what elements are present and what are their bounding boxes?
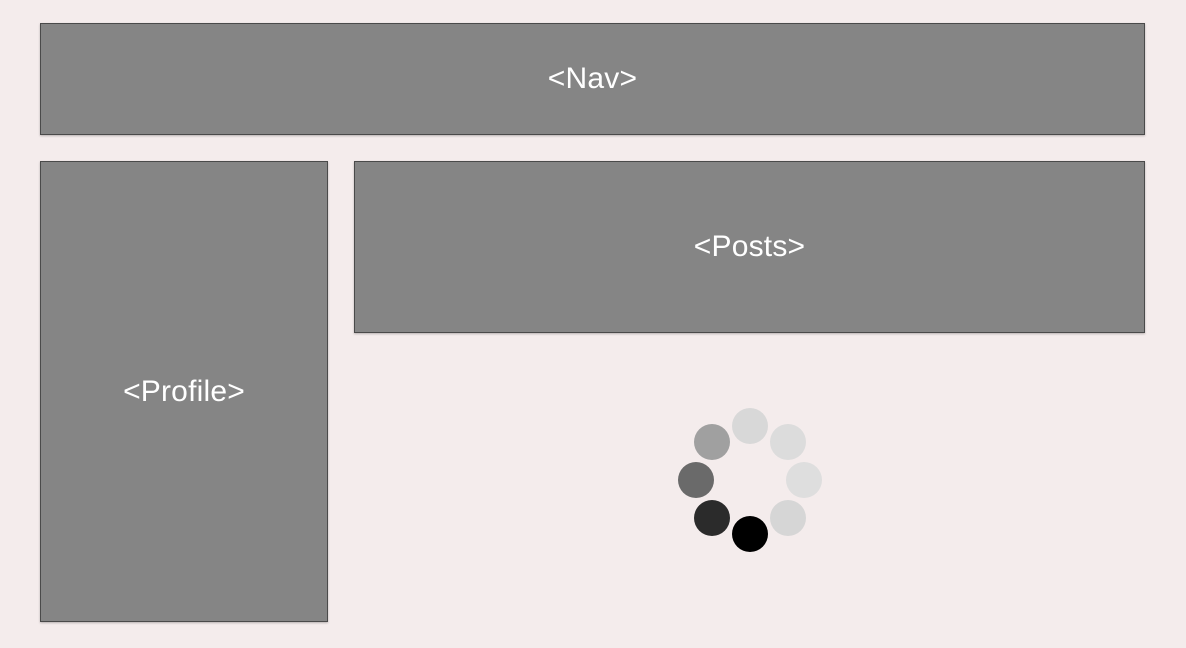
spinner-dot <box>732 408 768 444</box>
posts-placeholder-box: <Posts> <box>354 161 1145 333</box>
spinner-dot <box>770 423 807 460</box>
spinner-dot <box>693 423 730 460</box>
profile-placeholder-box: <Profile> <box>40 161 328 622</box>
nav-placeholder-box: <Nav> <box>40 23 1145 135</box>
spinner-dot <box>693 500 730 537</box>
posts-label: <Posts> <box>693 230 806 263</box>
spinner-dot <box>732 516 768 552</box>
loading-spinner-icon <box>670 400 830 560</box>
spinner-dot <box>678 462 714 498</box>
spinner-dot <box>770 500 807 537</box>
profile-label: <Profile> <box>123 374 245 408</box>
spinner-dot <box>786 462 822 498</box>
nav-label: <Nav> <box>547 62 638 95</box>
